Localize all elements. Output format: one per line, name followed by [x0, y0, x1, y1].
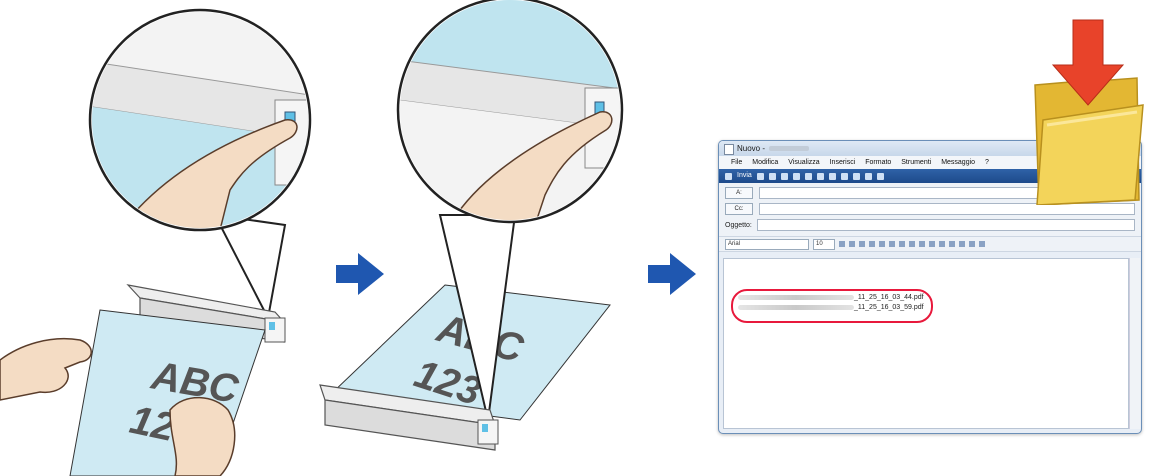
increase-indent-icon[interactable]	[909, 241, 915, 247]
menu-messaggio[interactable]: Messaggio	[941, 159, 975, 166]
email-scrollbar[interactable]	[1129, 258, 1140, 429]
check-names-icon[interactable]	[805, 173, 812, 180]
font-select[interactable]: Arial	[725, 239, 809, 250]
send-icon	[725, 173, 732, 180]
document-icon	[724, 144, 734, 155]
menu-formato[interactable]: Formato	[865, 159, 891, 166]
sign-icon[interactable]	[853, 173, 860, 180]
email-title: Nuovo -	[737, 144, 765, 153]
undo-icon[interactable]	[793, 173, 800, 180]
attachments-highlight	[731, 289, 933, 323]
menu-help[interactable]: ?	[985, 159, 989, 166]
bold-icon[interactable]	[839, 241, 845, 247]
subject-field[interactable]	[757, 219, 1135, 231]
step2-illustration: ABC 123	[300, 0, 630, 476]
italic-icon[interactable]	[849, 241, 855, 247]
cc-button[interactable]: Cc:	[725, 203, 753, 215]
priority-icon[interactable]	[841, 173, 848, 180]
to-button[interactable]: A:	[725, 187, 753, 199]
font-size-select[interactable]: 10	[813, 239, 835, 250]
horizontal-line-icon[interactable]	[959, 241, 965, 247]
decrease-indent-icon[interactable]	[899, 241, 905, 247]
arrow-right-icon	[648, 253, 698, 295]
encrypt-icon[interactable]	[865, 173, 872, 180]
justify-icon[interactable]	[949, 241, 955, 247]
bullets-icon[interactable]	[889, 241, 895, 247]
step1-illustration: ABC 123	[0, 0, 330, 476]
paste-icon[interactable]	[781, 173, 788, 180]
menu-file[interactable]: File	[731, 159, 742, 166]
menu-inserisci[interactable]: Inserisci	[830, 159, 856, 166]
font-color-icon[interactable]	[869, 241, 875, 247]
subject-label: Oggetto:	[725, 222, 757, 229]
folder-icon	[1025, 10, 1150, 205]
right-hand	[170, 398, 235, 476]
cut-icon[interactable]	[757, 173, 764, 180]
menu-strumenti[interactable]: Strumenti	[901, 159, 931, 166]
copy-icon[interactable]	[769, 173, 776, 180]
align-right-icon[interactable]	[939, 241, 945, 247]
subject-row: Oggetto:	[725, 218, 1135, 232]
offline-icon[interactable]	[877, 173, 884, 180]
align-center-icon[interactable]	[929, 241, 935, 247]
hyperlink-icon[interactable]	[969, 241, 975, 247]
menu-modifica[interactable]: Modifica	[752, 159, 778, 166]
format-toolbar: Arial 10	[719, 236, 1141, 252]
insert-picture-icon[interactable]	[979, 241, 985, 247]
underline-icon[interactable]	[859, 241, 865, 247]
left-hand	[0, 339, 91, 400]
spelling-icon[interactable]	[817, 173, 824, 180]
numbering-icon[interactable]	[879, 241, 885, 247]
send-button[interactable]: Invia	[737, 169, 752, 183]
attach-icon[interactable]	[829, 173, 836, 180]
align-left-icon[interactable]	[919, 241, 925, 247]
email-body[interactable]: _11_25_16_03_44.pdf _11_25_16_03_59.pdf	[723, 258, 1129, 429]
menu-visualizza[interactable]: Visualizza	[788, 159, 819, 166]
